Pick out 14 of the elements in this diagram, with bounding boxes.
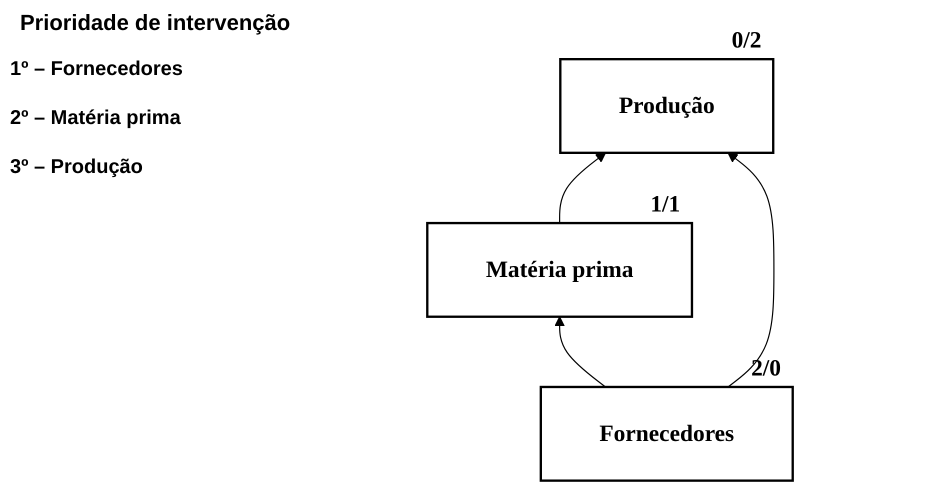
node-box xyxy=(559,58,774,154)
node-ratio-label: 1/1 xyxy=(650,191,680,218)
flow-diagram: Produção Matéria prima Fornecedores 0/2 1/1 2/0 xyxy=(300,10,920,490)
priority-item: 3º – Produção xyxy=(10,156,144,179)
priority-item: 1º – Fornecedores xyxy=(10,58,184,81)
node-ratio-label: 0/2 xyxy=(732,27,762,54)
arrow xyxy=(554,316,606,388)
arrow xyxy=(728,152,774,388)
node-ratio-label: 2/0 xyxy=(751,355,781,382)
node-box xyxy=(540,386,794,482)
node-box xyxy=(426,222,694,318)
priority-item: 2º – Matéria prima xyxy=(10,107,182,130)
diagram-title: Prioridade de intervenção xyxy=(20,10,292,36)
arrow xyxy=(559,152,606,224)
